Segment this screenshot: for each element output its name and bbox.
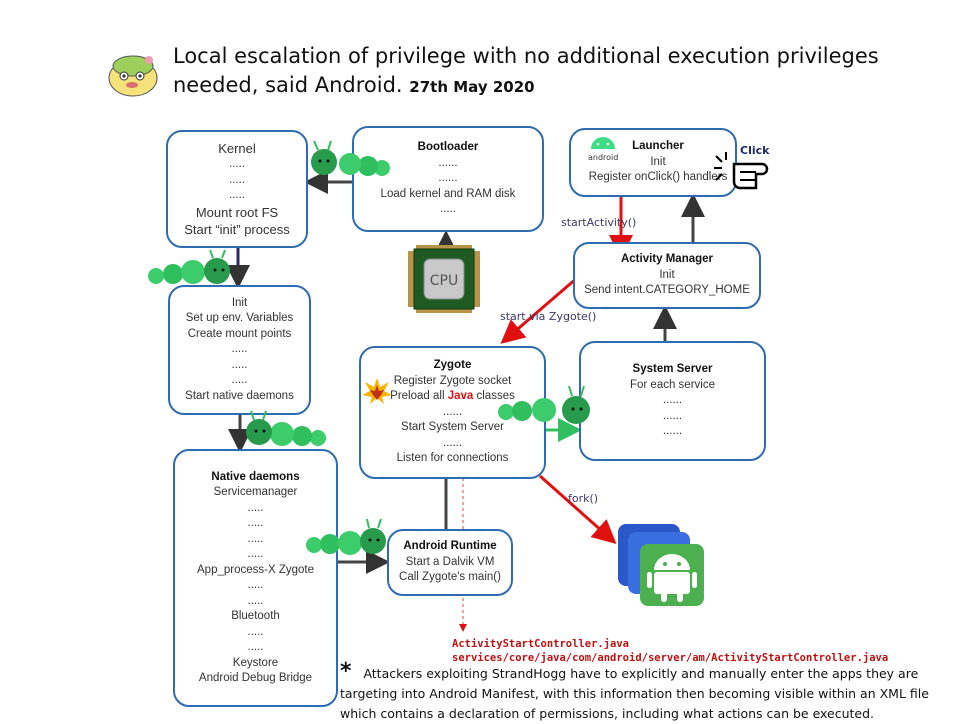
system-server-title: System Server xyxy=(632,363,713,376)
preload-line: Preload all Java classes xyxy=(361,389,544,405)
line: ..... xyxy=(247,594,264,607)
line: ...... xyxy=(662,394,683,407)
line: Start System Server xyxy=(401,421,504,434)
zygote-title: Zygote xyxy=(433,359,472,372)
line: ..... xyxy=(247,579,264,591)
start-activity-label: startActivity() xyxy=(561,216,637,229)
line: Init xyxy=(231,296,248,309)
line: ...... xyxy=(438,172,458,185)
text: classes xyxy=(473,390,515,403)
caterpillar-icon xyxy=(311,140,390,176)
java-highlight: Java xyxy=(447,390,474,403)
line: Android Debug Bridge xyxy=(198,672,313,684)
native-daemons-box: Native daemons Servicemanager ..... ....… xyxy=(173,449,338,707)
line: Keystore xyxy=(232,656,279,669)
android-runtime-box: Android Runtime Start a Dalvik VM Call Z… xyxy=(387,529,513,596)
line: Register Zygote socket xyxy=(393,374,512,387)
line: Start “init” process xyxy=(184,221,290,237)
kernel-box: Kernel ..... ..... ..... Mount root FS S… xyxy=(166,130,308,248)
line: ..... xyxy=(247,517,264,529)
line: Send intent.CATEGORY_HOME xyxy=(584,284,750,297)
line: Call Zygote's main() xyxy=(399,571,501,584)
line: Listen for connections xyxy=(396,452,509,465)
footnote-text: Attackers exploiting StrandHogg have to … xyxy=(340,666,929,721)
explosion-icon xyxy=(362,378,392,404)
fork-label: fork() xyxy=(568,492,599,505)
mascot-icon xyxy=(108,55,158,97)
line: For each service xyxy=(629,378,715,391)
android-logo: android xyxy=(588,133,618,162)
line: ..... xyxy=(229,158,245,171)
line: Register onClick() handlers xyxy=(588,171,728,184)
line: ..... xyxy=(231,358,248,371)
line: ..... xyxy=(229,189,245,202)
line: Set up env. Variables xyxy=(185,312,294,325)
footnote: * Attackers exploiting StrandHogg have t… xyxy=(340,659,960,724)
line: Start native daemons xyxy=(185,389,294,402)
line: Servicemanager xyxy=(213,486,298,498)
start-via-zygote-label: start via Zygote() xyxy=(500,310,597,323)
line: ...... xyxy=(442,436,463,449)
line: ..... xyxy=(247,641,264,653)
caterpillar-icon xyxy=(498,385,590,424)
line: ..... xyxy=(247,548,264,560)
activity-manager-box: Activity Manager Init Send intent.CATEGO… xyxy=(573,242,761,309)
bootloader-box: Bootloader ...... ...... Load kernel and… xyxy=(352,126,544,232)
footnote-star: * xyxy=(340,659,352,684)
line: Create mount points xyxy=(187,327,292,340)
code-file: ActivityStartController.java xyxy=(452,638,630,650)
caterpillar-icon xyxy=(306,518,386,555)
line: ..... xyxy=(247,501,264,514)
code-reference: ActivityStartController.java services/co… xyxy=(452,637,888,665)
text: Preload all xyxy=(390,390,448,403)
hand-pointer-icon xyxy=(714,152,769,190)
line: Start a Dalvik VM xyxy=(405,555,495,568)
android-runtime-title: Android Runtime xyxy=(403,540,497,553)
line: ..... xyxy=(247,625,264,638)
line: ..... xyxy=(247,532,264,545)
date: 27th May 2020 xyxy=(409,78,535,96)
init-box: Init Set up env. Variables Create mount … xyxy=(168,285,311,415)
line: ...... xyxy=(662,409,683,422)
caterpillar-icon xyxy=(148,249,230,284)
android-head-icon xyxy=(591,137,616,149)
bootloader-title: Bootloader xyxy=(417,141,479,154)
arrow-fork xyxy=(539,474,617,544)
cpu-label: CPU xyxy=(430,273,458,289)
kernel-title: Kernel xyxy=(218,141,256,157)
code-path: services/core/java/com/android/server/am… xyxy=(452,652,889,664)
line: ...... xyxy=(662,425,683,438)
caterpillar-icon xyxy=(246,410,326,446)
line: ...... xyxy=(442,405,463,418)
click-label: Click xyxy=(740,144,770,157)
cpu-icon: CPU xyxy=(408,245,480,313)
line: Init xyxy=(659,268,675,281)
system-server-box: System Server For each service ...... ..… xyxy=(579,341,766,461)
line: Bluetooth xyxy=(231,610,280,622)
title-text: Local escalation of privilege with no ad… xyxy=(173,44,879,97)
arrow-start-via-zygote xyxy=(500,276,578,344)
line: ...... xyxy=(438,156,458,169)
line: Mount root FS xyxy=(195,204,279,220)
page-title: Local escalation of privilege with no ad… xyxy=(173,42,933,102)
line: ..... xyxy=(231,343,248,356)
line: App_process-X Zygote xyxy=(197,563,314,576)
line: Load kernel and RAM disk xyxy=(380,187,516,200)
line: ..... xyxy=(440,203,456,216)
line: Init xyxy=(650,155,666,168)
launcher-title: Launcher xyxy=(632,140,684,153)
line: ..... xyxy=(231,374,248,387)
activity-manager-title: Activity Manager xyxy=(620,253,714,266)
android-apps-stack-icon xyxy=(618,524,704,606)
line: ..... xyxy=(229,173,245,186)
native-daemons-title: Native daemons xyxy=(211,470,300,483)
android-wordmark: android xyxy=(588,153,619,162)
